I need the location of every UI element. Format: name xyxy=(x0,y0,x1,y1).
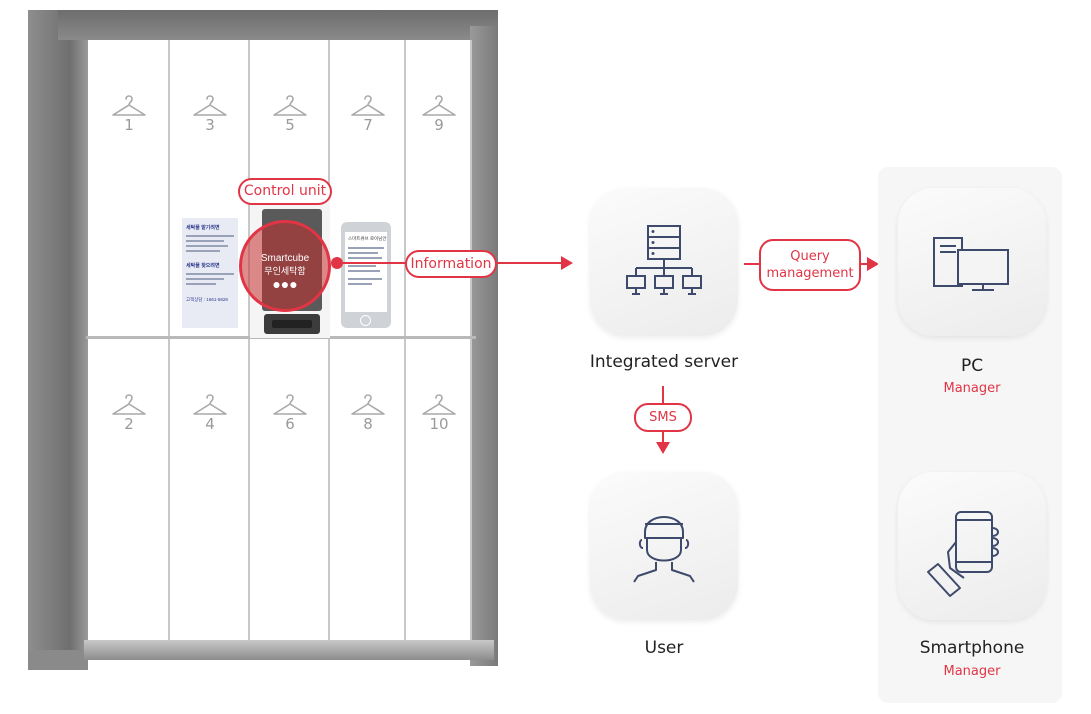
door-number: 3 xyxy=(205,116,215,134)
integrated-server-label: Integrated server xyxy=(589,352,739,372)
card-reader-slot xyxy=(272,320,312,328)
notice-left-title1: 세탁물 맡기려면 xyxy=(186,225,220,231)
clothes-hanger-icon xyxy=(193,394,227,415)
pc-card xyxy=(898,188,1046,336)
query-line-right xyxy=(861,263,869,265)
clothes-hanger-icon xyxy=(112,394,146,415)
cabinet-base xyxy=(84,640,494,660)
clothes-hanger-icon xyxy=(351,95,385,116)
information-arrow-icon xyxy=(561,256,573,270)
cabinet-right-frame xyxy=(470,26,498,666)
query-line-left xyxy=(744,263,760,265)
door-number: 9 xyxy=(434,116,444,134)
sms-arrow-icon xyxy=(656,442,670,454)
user-icon xyxy=(633,516,695,583)
door-hanger xyxy=(190,92,230,127)
smartphone-role-label: Manager xyxy=(943,664,1001,679)
door-hanger xyxy=(270,92,310,127)
control-unit-highlight: Smartcube 무인세탁함 ●●● xyxy=(239,220,331,312)
locker-door[interactable]: 4 xyxy=(170,339,250,643)
screen-buttons: ●●● xyxy=(272,276,298,292)
door-hanger xyxy=(348,92,388,127)
sms-label: SMS xyxy=(634,403,692,432)
door-hanger xyxy=(109,391,149,426)
clothes-hanger-icon xyxy=(273,95,307,116)
notice-phone-right: 스마트큐브 로이님안 xyxy=(341,222,391,328)
pc-label: PC xyxy=(960,356,984,376)
desktop-pc-icon xyxy=(933,237,1009,291)
sms-line-top xyxy=(662,386,664,404)
phone-home-button xyxy=(360,315,371,326)
door-hanger xyxy=(419,391,459,426)
locker-door[interactable]: 8 xyxy=(330,339,406,643)
user-label: User xyxy=(644,638,684,658)
control-unit-label: Control unit xyxy=(238,178,332,205)
notice-left-title2: 세탁물 찾으려면 xyxy=(186,263,220,269)
door-number: 1 xyxy=(124,116,134,134)
door-hanger xyxy=(270,391,310,426)
door-number: 4 xyxy=(205,415,215,433)
door-number: 6 xyxy=(285,415,295,433)
clothes-hanger-icon xyxy=(422,95,456,116)
door-number: 10 xyxy=(429,415,449,433)
query-label-line2: management xyxy=(766,266,854,281)
clothes-hanger-icon xyxy=(351,394,385,415)
notice-left-footer: 고객상담 : 1661-5828 xyxy=(186,297,228,302)
door-hanger xyxy=(348,391,388,426)
information-line-right xyxy=(497,262,563,264)
locker-door[interactable]: 9 xyxy=(406,40,472,336)
sms-line-bottom xyxy=(662,432,664,444)
door-number: 8 xyxy=(363,415,373,433)
integrated-server-card xyxy=(590,188,738,336)
screen-brand: Smartcube xyxy=(260,253,310,264)
query-management-label: Query management xyxy=(759,239,861,291)
door-number: 2 xyxy=(124,415,134,433)
screen-subtitle: 무인세탁함 xyxy=(264,266,306,276)
smartphone-label: Smartphone xyxy=(919,638,1025,658)
clothes-hanger-icon xyxy=(112,95,146,116)
query-label-line1: Query xyxy=(790,249,830,264)
locker-door[interactable]: 6 xyxy=(250,339,330,643)
cabinet-base-left xyxy=(28,650,88,670)
query-arrow-icon xyxy=(867,257,879,271)
door-hanger xyxy=(109,92,149,127)
door-number: 7 xyxy=(363,116,373,134)
pc-role-label: Manager xyxy=(943,381,1001,396)
locker-door[interactable]: 2 xyxy=(88,339,170,643)
clothes-hanger-icon xyxy=(273,394,307,415)
user-card xyxy=(590,472,738,620)
information-line-left xyxy=(340,262,406,264)
notice-panel-left: 세탁물 맡기려면 세탁물 찾으려면 고객상담 : 1661-5828 xyxy=(182,218,238,328)
notice-phone-screen: 스마트큐브 로이님안 xyxy=(345,232,387,312)
clothes-hanger-icon xyxy=(422,394,456,415)
clothes-hanger-icon xyxy=(193,95,227,116)
door-hanger xyxy=(190,391,230,426)
notice-right-title: 스마트큐브 로이님안 xyxy=(348,236,387,241)
server-network-icon xyxy=(626,225,702,295)
cabinet-left-frame xyxy=(28,10,88,666)
locker-door[interactable]: 10 xyxy=(406,339,472,643)
hand-smartphone-icon xyxy=(927,511,999,597)
cabinet-top-frame xyxy=(58,10,498,40)
smartphone-card xyxy=(898,472,1046,620)
locker-door[interactable]: 1 xyxy=(88,40,170,336)
information-label: Information xyxy=(405,250,497,278)
information-connector-dot xyxy=(331,257,343,269)
door-number: 5 xyxy=(285,116,295,134)
door-hanger xyxy=(419,92,459,127)
